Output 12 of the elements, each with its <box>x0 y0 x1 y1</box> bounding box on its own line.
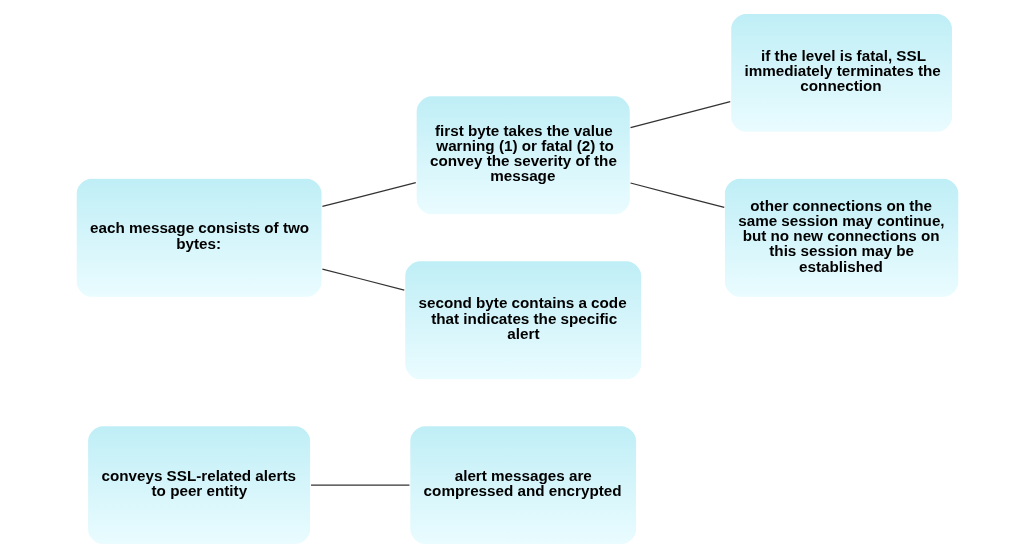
connector <box>309 484 410 486</box>
node-box: first byte takes the value warning (1) or fatal (2) to convey the severity of the message <box>414 95 631 216</box>
node-box: if the level is fatal, SSL immediately terminates the connection <box>729 12 953 134</box>
connector <box>321 268 405 291</box>
node-box: other connections on the same session may continue, but no new connections on this session may be established <box>723 177 960 299</box>
connector <box>321 181 416 208</box>
node-box: alert messages are compressed and encrypted <box>408 424 637 546</box>
connector <box>629 182 725 209</box>
node-box: second byte contains a code that indicates the specific alert <box>403 259 642 381</box>
node-box: each message consists of two bytes: <box>74 177 323 299</box>
node-box: conveys SSL-related alerts to peer entity <box>86 424 311 546</box>
connector <box>629 101 731 129</box>
